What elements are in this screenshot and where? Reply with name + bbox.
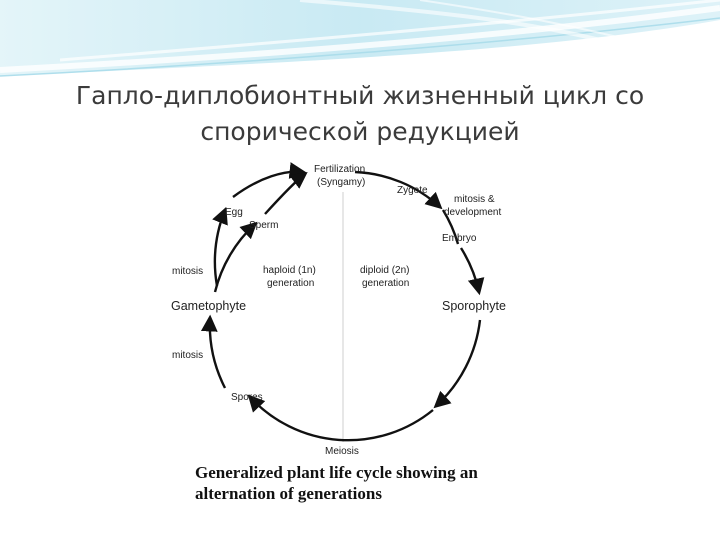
label-mitosis-development-2: development [444,207,501,218]
arrow-meiosis-to-spores [247,394,434,442]
slide-title: Гапло-диплобионтный жизненный цикл со сп… [40,78,680,150]
arrow-fertilization-to-zygote [354,170,443,210]
label-sporophyte: Sporophyte [442,299,506,313]
label-mitosis-development-1: mitosis & [454,194,495,205]
figure-caption-line-2: alternation of generations [195,484,382,503]
arrow-sporophyte-to-meiosis [433,319,482,409]
arrow-egg-to-fertilization [232,162,307,198]
arc-zygote-to-embryo [441,209,460,245]
decorative-header-band [0,0,720,80]
label-mitosis-upper: mitosis [172,266,203,277]
label-haploid-2: generation [267,278,314,289]
label-mitosis-lower: mitosis [172,350,203,361]
label-fertilization: Fertilization [314,164,365,175]
label-zygote: Zygote [397,185,428,196]
label-meiosis: Meiosis [325,446,359,457]
label-gametophyte: Gametophyte [171,299,246,313]
arrow-embryo-to-sporophyte [459,247,485,296]
slide-title-line-2: спорической редукцией [200,117,520,146]
figure-caption-line-1: Generalized plant life cycle showing an [195,463,478,482]
arrow-spores-to-gametophyte [200,314,227,389]
label-syngamy: (Syngamy) [317,177,365,188]
label-embryo: Embryo [442,233,477,244]
label-haploid-1: haploid (1n) [263,265,316,276]
arrow-sperm-to-fertilization [264,171,308,215]
label-diploid-2: generation [362,278,409,289]
label-spores: Spores [231,392,263,403]
life-cycle-figure: Fertilization (Syngamy) Zygote mitosis &… [165,152,535,510]
label-diploid-1: diploid (2n) [360,265,409,276]
label-sperm: Sperm [249,220,278,231]
slide-title-line-1: Гапло-диплобионтный жизненный цикл со [75,81,645,110]
arrow-gametophyte-to-egg [212,206,228,287]
life-cycle-diagram: Fertilization (Syngamy) Zygote mitosis &… [165,152,535,510]
label-egg: Egg [225,207,243,218]
